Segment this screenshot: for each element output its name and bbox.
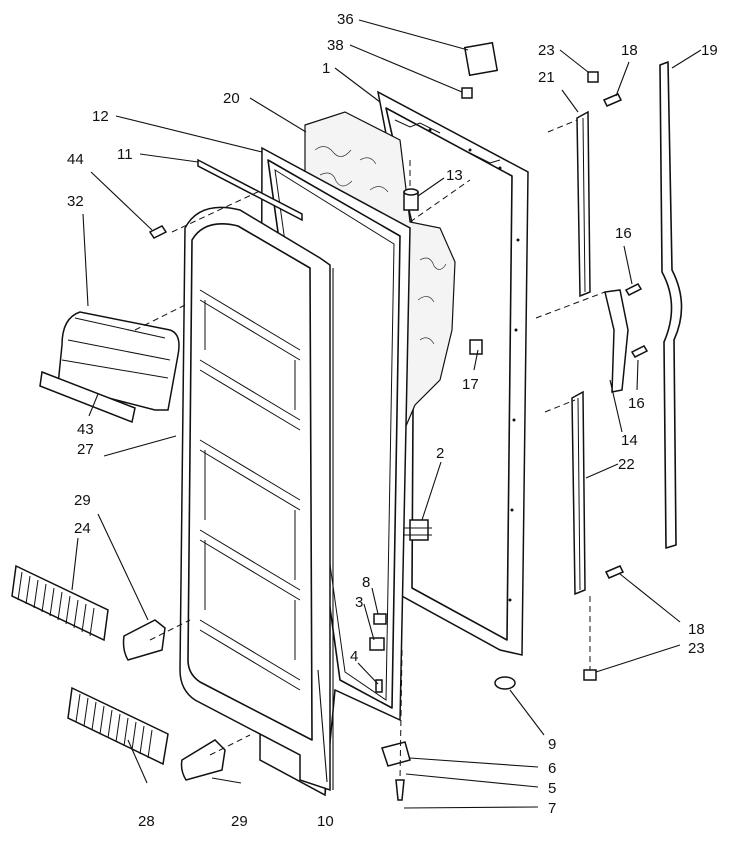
callout-2: 2 — [436, 445, 444, 462]
shelf-end-cap-upper — [122, 619, 166, 661]
callout-16-lower: 16 — [628, 395, 645, 412]
screw-18-lower — [604, 565, 625, 579]
cap-23-lower — [583, 669, 597, 681]
callout-21: 21 — [538, 69, 555, 86]
inner-door-liner — [179, 206, 331, 792]
callout-10: 10 — [317, 813, 334, 830]
dispenser-cover — [39, 311, 180, 424]
callout-11: 11 — [117, 146, 133, 163]
plug-13 — [403, 188, 419, 211]
bushing-9 — [494, 676, 516, 690]
nameplate-36 — [463, 41, 499, 77]
callout-29-lower: 29 — [231, 813, 248, 830]
callout-32: 32 — [67, 193, 84, 210]
callout-12: 12 — [92, 108, 109, 125]
screw-44 — [148, 225, 168, 239]
callout-1: 1 — [322, 60, 330, 77]
handle-mount-22 — [571, 390, 586, 596]
top-trim-strip — [197, 158, 303, 222]
shelf-end-cap-lower — [180, 739, 226, 781]
callout-6: 6 — [548, 760, 556, 777]
callout-23-upper: 23 — [538, 42, 555, 59]
callout-17: 17 — [462, 376, 479, 393]
handle-mount-21 — [576, 110, 591, 298]
clip-17 — [469, 339, 483, 355]
handle-bracket-14 — [604, 289, 629, 393]
callout-23-lower: 23 — [688, 640, 705, 657]
callout-16-upper: 16 — [615, 225, 632, 242]
callout-7: 7 — [548, 800, 556, 817]
screw-18-upper — [602, 93, 623, 107]
clip-38 — [461, 87, 473, 99]
callout-22: 22 — [618, 456, 635, 473]
shelf-rail-upper — [11, 564, 109, 642]
callout-18-upper: 18 — [621, 42, 638, 59]
callout-3: 3 — [355, 594, 363, 611]
callout-13: 13 — [446, 167, 463, 184]
callout-18-lower: 18 — [688, 621, 705, 638]
callout-24: 24 — [74, 520, 91, 537]
callout-9: 9 — [548, 736, 556, 753]
leader-lines — [71, 19, 702, 809]
callout-27: 27 — [77, 441, 94, 458]
assembly-lines — [134, 119, 606, 781]
callout-44: 44 — [67, 151, 84, 168]
cap-23-upper — [587, 71, 599, 83]
callout-43: 43 — [77, 421, 94, 438]
callout-4: 4 — [350, 648, 358, 665]
callout-38: 38 — [327, 37, 344, 54]
callout-14: 14 — [621, 432, 638, 449]
callout-19: 19 — [701, 42, 718, 59]
callout-29-upper: 29 — [74, 492, 91, 509]
callout-36: 36 — [337, 11, 354, 28]
screw-16-lower — [630, 345, 649, 358]
hinge-parts-8-3-4 — [369, 613, 387, 693]
screw-16-upper — [624, 283, 643, 296]
hinge-5-6-7 — [381, 741, 411, 801]
shelf-rail-lower — [67, 686, 169, 766]
callout-5: 5 — [548, 780, 556, 797]
callout-28: 28 — [138, 813, 155, 830]
callout-20: 20 — [223, 90, 240, 107]
callout-8: 8 — [362, 574, 370, 591]
handle-19 — [659, 61, 683, 549]
callout-labels: 36 38 1 20 12 11 44 13 32 17 43 27 29 24… — [67, 11, 718, 830]
